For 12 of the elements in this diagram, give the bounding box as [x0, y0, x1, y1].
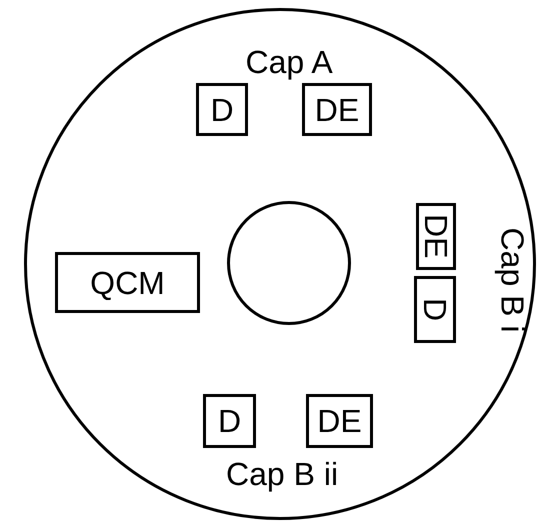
component-box: QCM — [55, 252, 200, 313]
component-box: D — [203, 394, 256, 448]
component-box: DE — [302, 83, 372, 136]
component-box: D — [414, 276, 456, 343]
cap-label: Cap B i — [496, 228, 528, 332]
cap-label: Cap B ii — [226, 458, 338, 490]
component-box: DE — [416, 203, 456, 270]
cap-label: Cap A — [246, 46, 333, 78]
outer-circle — [24, 8, 536, 520]
component-box: DE — [306, 394, 373, 448]
center-circle — [227, 201, 351, 325]
component-box: D — [196, 83, 248, 136]
